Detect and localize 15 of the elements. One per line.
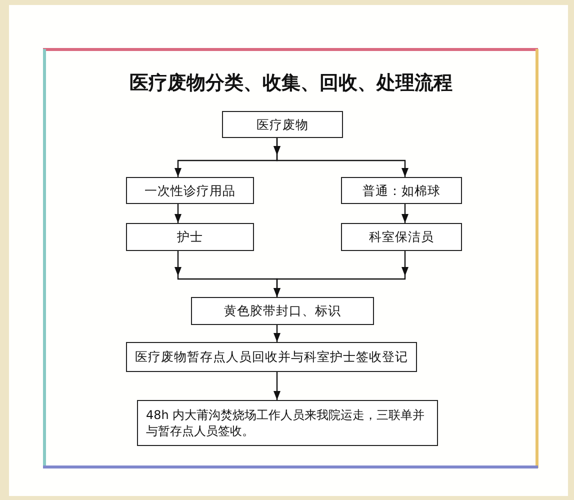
process-box: 48h 内大莆沟焚烧场工作人员来我院运走，三联单并与暂存点人员签收。 (137, 400, 438, 446)
process-box: 科室保洁员 (341, 223, 462, 251)
process-box: 一次性诊疗用品 (126, 177, 254, 204)
process-box: 医疗废物暂存点人员回收并与科室护士签收登记 (126, 342, 417, 372)
process-box: 黄色胶带封口、标识 (191, 297, 374, 325)
arrow (174, 204, 182, 223)
process-box: 普通：如棉球 (341, 177, 462, 204)
arrow (274, 325, 280, 342)
arrow (274, 251, 408, 297)
arrow (402, 204, 408, 223)
process-box: 护士 (126, 223, 254, 251)
arrow (274, 372, 280, 400)
title: 医疗废物分类、收集、回收、处理流程 (130, 72, 452, 94)
arrow (274, 138, 408, 177)
process-box: 医疗废物 (222, 111, 343, 138)
